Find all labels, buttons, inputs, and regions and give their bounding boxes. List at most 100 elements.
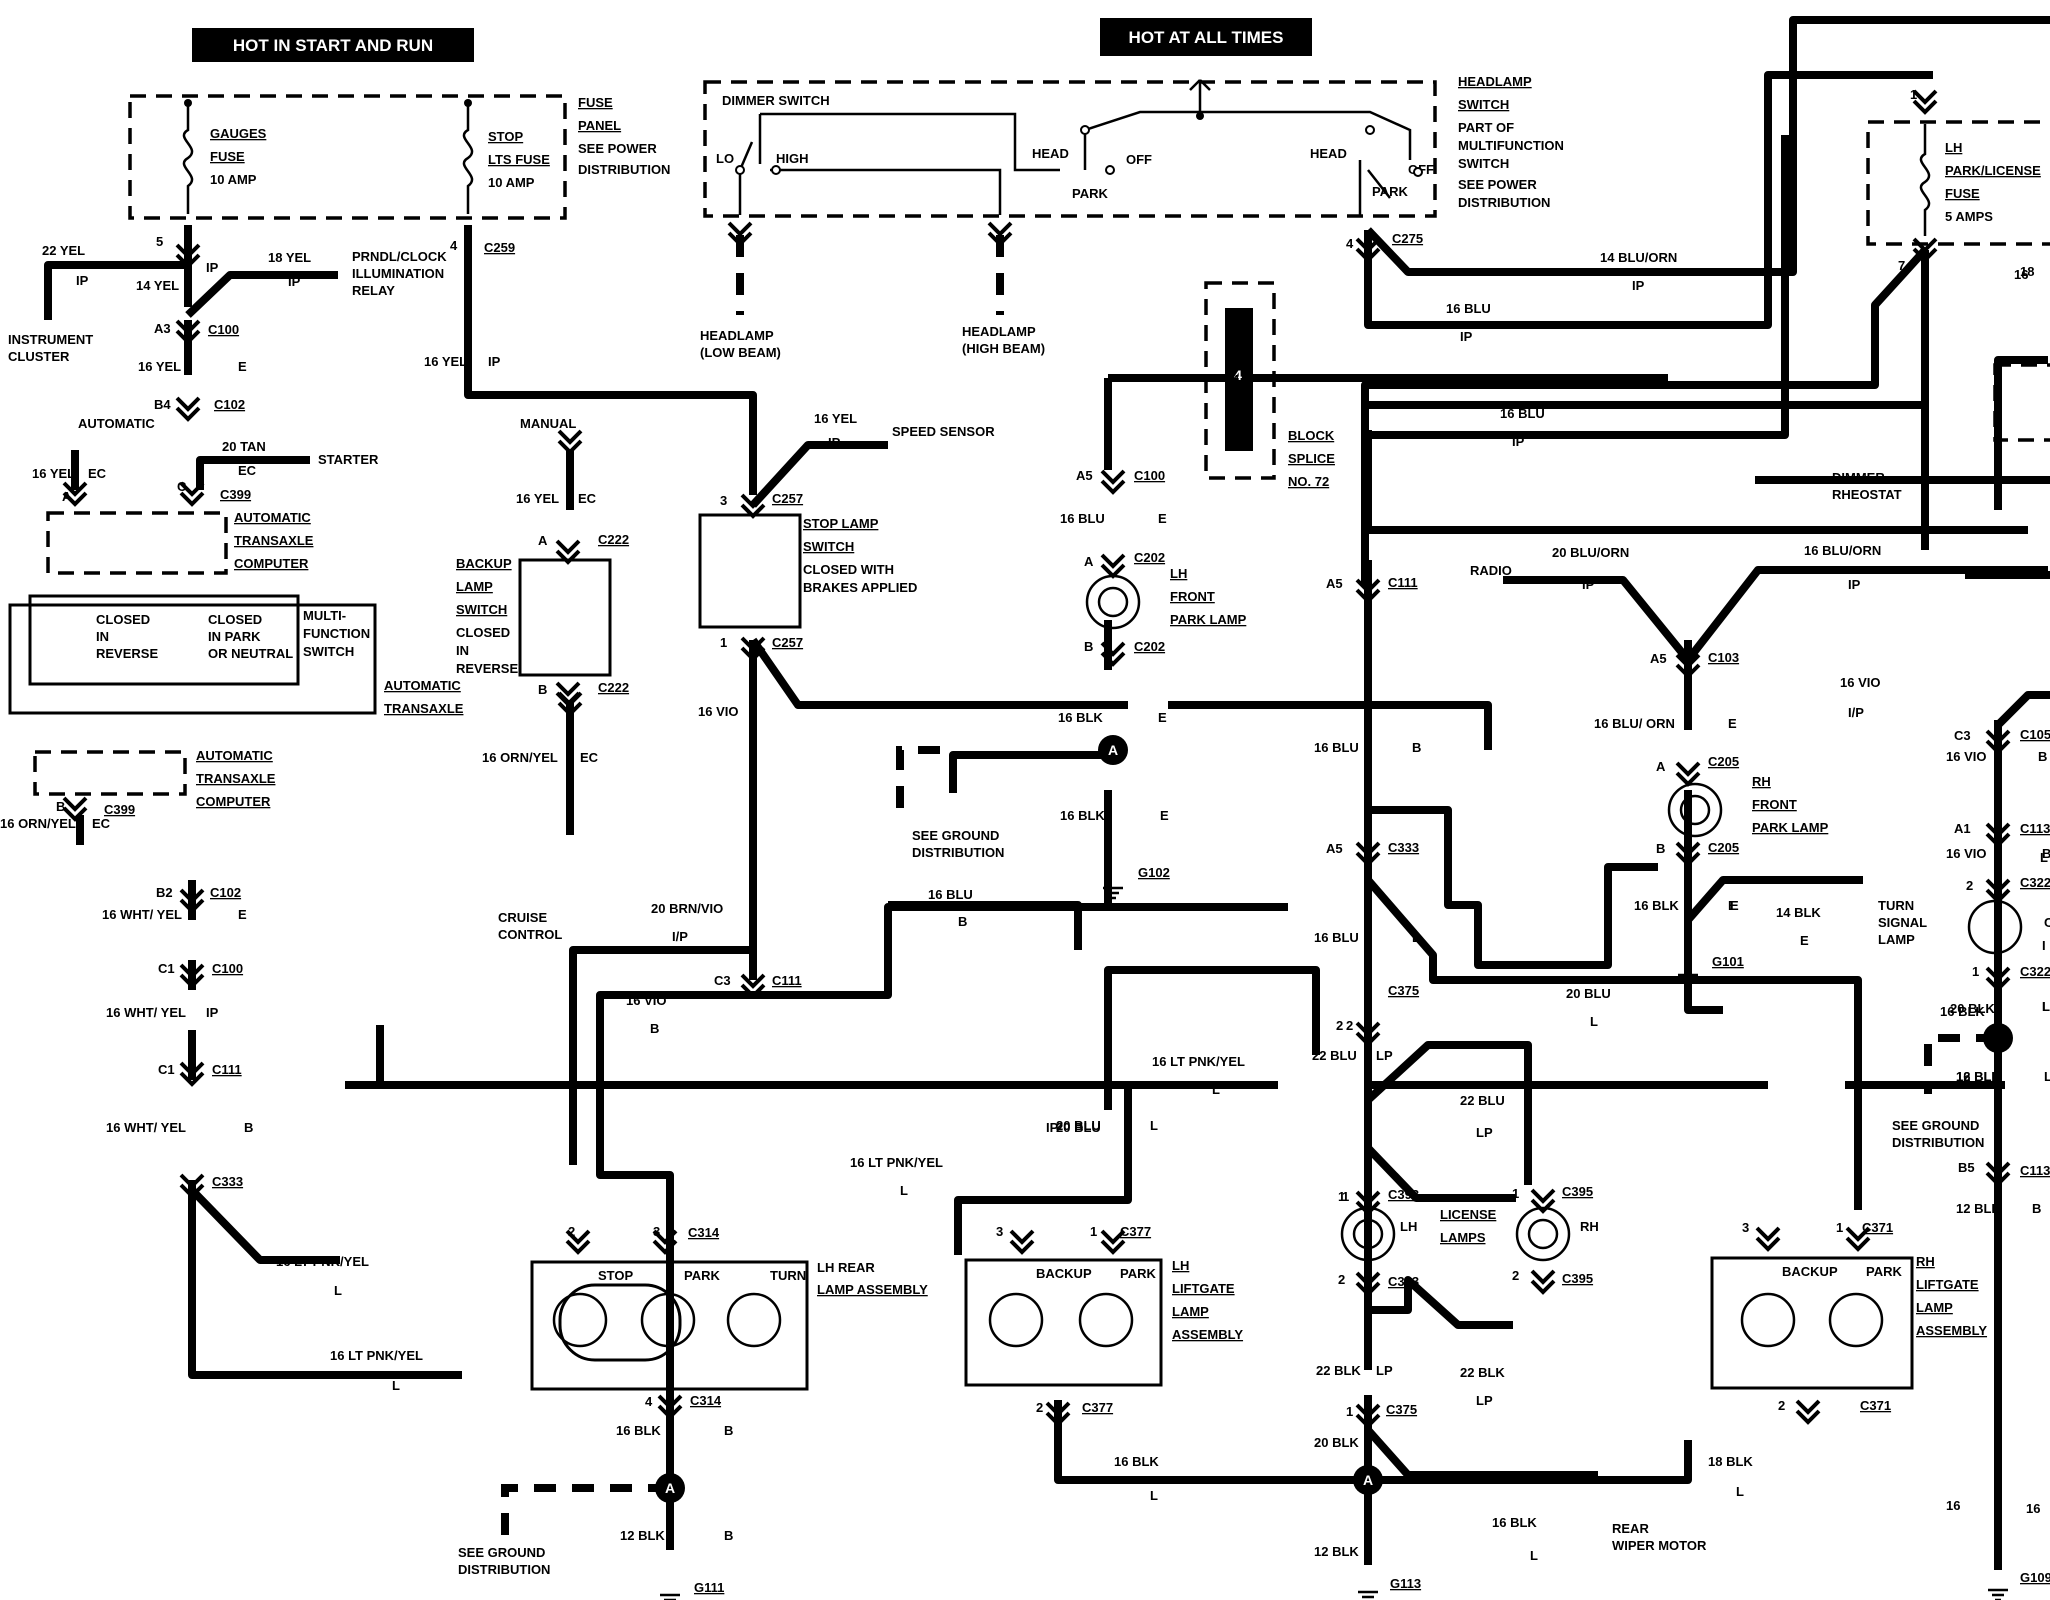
svg-text:TURN: TURN <box>1878 898 1914 913</box>
wire-label-l110: L <box>2042 999 2050 1014</box>
connector-chevrons <box>62 89 2011 1429</box>
pin-label-p3: A3 <box>154 321 171 336</box>
svg-text:REVERSE: REVERSE <box>96 646 158 661</box>
svg-text:LH: LH <box>1945 140 1962 155</box>
svg-text:SWITCH: SWITCH <box>456 602 507 617</box>
pin-label-p10: B2 <box>156 885 173 900</box>
wire-label-l109: L <box>2040 850 2048 865</box>
wire-label-l89: IP <box>1848 577 1861 592</box>
svg-text:LAMP: LAMP <box>1172 1304 1209 1319</box>
connector-label-c37: G101 <box>1712 954 1744 969</box>
svg-text:NO. 72: NO. 72 <box>1288 474 1329 489</box>
svg-text:TRANSAXLE: TRANSAXLE <box>384 701 464 716</box>
wire-label-l18: EC <box>580 750 599 765</box>
wire-label-l102: 12 BLK <box>1956 1069 2001 1084</box>
svg-text:FRONT: FRONT <box>1752 797 1797 812</box>
svg-text:5 AMPS: 5 AMPS <box>1945 209 1993 224</box>
connector-label-c34: C103 <box>1708 650 1739 665</box>
wire-label-l50: 16 BLK <box>1060 808 1105 823</box>
connector-label-c9: C100 <box>212 961 243 976</box>
connector-label-c5: C399 <box>104 802 135 817</box>
connector-chevron-42 <box>1985 966 2011 992</box>
svg-text:TRANSAXLE: TRANSAXLE <box>234 533 314 548</box>
svg-text:HIGH: HIGH <box>776 151 809 166</box>
svg-text:A: A <box>1108 742 1118 758</box>
ground-symbol-2 <box>1358 1590 1378 1599</box>
svg-text:CLOSED: CLOSED <box>208 612 262 627</box>
hot-all-times-tag: HOT AT ALL TIMES <box>1100 18 1312 56</box>
connector-chevron-32 <box>1530 1269 1556 1295</box>
svg-text:MANUAL: MANUAL <box>520 416 576 431</box>
connector-label-c41: C113 <box>2020 821 2050 836</box>
svg-text:STOP LAMP: STOP LAMP <box>803 516 879 531</box>
svg-text:TURN: TURN <box>770 1268 806 1283</box>
wires <box>44 16 2050 1570</box>
wire-label-l36: 16 VIO <box>626 993 666 1008</box>
svg-text:CLOSED: CLOSED <box>456 625 510 640</box>
wire-label-l17: 16 ORN/YEL <box>482 750 558 765</box>
connector-chevron-47 <box>557 429 583 455</box>
svg-text:PARK: PARK <box>1120 1266 1156 1281</box>
park-license-fuse: LH PARK/LICENSE FUSE 5 AMPS <box>1866 120 2050 246</box>
wire-label-l117: E <box>1728 898 1737 913</box>
connector-chevron-44 <box>1912 237 1938 263</box>
svg-text:BACKUP: BACKUP <box>456 556 512 571</box>
svg-text:LICENSE: LICENSE <box>1440 1207 1497 1222</box>
svg-text:PRNDL/CLOCK: PRNDL/CLOCK <box>352 249 447 264</box>
wire-label-l21: 16 WHT/ YEL <box>102 907 182 922</box>
wire-label-l78: 20 BLK <box>1314 1435 1359 1450</box>
wire-label-l70: 22 BLU <box>1460 1093 1505 1108</box>
wire-label-l57: L <box>1150 1118 1158 1133</box>
pin-label-p40: 1 <box>1836 1220 1843 1235</box>
wire-label-l108: B <box>2042 846 2050 861</box>
connector-chevron-9 <box>179 963 205 989</box>
svg-text:GAUGES: GAUGES <box>210 126 267 141</box>
pin-label-p18: 4 <box>645 1394 653 1409</box>
connector-label-c4: C399 <box>220 487 251 502</box>
svg-text:LH: LH <box>1400 1219 1417 1234</box>
wire-label-l58: 16 BLK <box>1114 1454 1159 1469</box>
pin-label-p19: 2 <box>1036 1400 1043 1415</box>
ground-symbol-3 <box>1678 973 1698 987</box>
svg-text:FUSE: FUSE <box>210 149 245 164</box>
connector-chevron-18 <box>1045 1401 1071 1427</box>
pin-label-p41: 2 <box>1778 1398 1785 1413</box>
wire-label-l43: B <box>724 1423 733 1438</box>
svg-text:IN PARK: IN PARK <box>208 629 261 644</box>
connector-chevron-46 <box>987 221 1013 247</box>
wire-label-l44: 12 BLK <box>620 1528 665 1543</box>
pin-label-p7: A <box>538 533 548 548</box>
wire-label-l16: EC <box>578 491 597 506</box>
connector-label-c25: C111 <box>1388 575 1418 590</box>
connector-chevron-38 <box>1795 1399 1821 1425</box>
wire-label-l32: IP <box>828 435 841 450</box>
wire-label-l76: 22 BLK <box>1460 1365 1505 1380</box>
wire-label-l14: EC <box>88 466 107 481</box>
wire-label-l2: IP <box>76 273 89 288</box>
component-labels: INSTRUMENT CLUSTER PRNDL/CLOCK ILLUMINAT… <box>8 249 1987 1577</box>
svg-text:COMPUTER: COMPUTER <box>234 556 309 571</box>
wire-label-l106: 16 BLK <box>1956 1069 2001 1084</box>
svg-text:DISTRIBUTION: DISTRIBUTION <box>1458 195 1550 210</box>
wire-label-l105: 16 <box>2014 267 2028 282</box>
svg-text:SIGNAL: SIGNAL <box>1878 915 1927 930</box>
wire-label-l4: IP <box>206 260 219 275</box>
pin-label-p20: 1 <box>1090 1224 1097 1239</box>
svg-text:LH: LH <box>1170 566 1187 581</box>
lamps <box>552 574 2023 1348</box>
wire-label-l10: IP <box>488 354 501 369</box>
wire-label-l71: LP <box>1476 1125 1493 1140</box>
wire-label-l100: 16 VIO <box>1946 846 1986 861</box>
wire-label-l45: B <box>724 1528 733 1543</box>
connector-chevron-20 <box>1100 469 1126 495</box>
pin-label-p4: B4 <box>154 397 171 412</box>
wire-label-l53: IP <box>1046 1120 1059 1135</box>
svg-text:PART OF: PART OF <box>1458 120 1514 135</box>
connector-chevron-5 <box>62 796 88 822</box>
wire-label-l94: 16 BLK <box>1634 898 1679 913</box>
svg-text:BACKUP: BACKUP <box>1036 1266 1092 1281</box>
wire-label-l54: 16 LT PNK/YEL <box>1152 1054 1245 1069</box>
svg-text:DISTRIBUTION: DISTRIBUTION <box>458 1562 550 1577</box>
svg-text:LO: LO <box>716 151 734 166</box>
